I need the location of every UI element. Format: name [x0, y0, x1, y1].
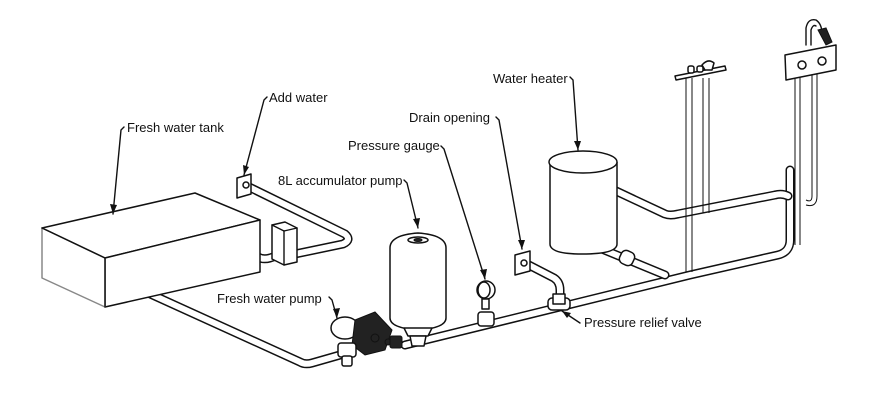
pressure-gauge — [476, 280, 496, 310]
label-fresh-water-tank: Fresh water tank — [127, 120, 224, 135]
leader-accumulator — [403, 179, 419, 229]
pipe-shower-risers — [794, 72, 818, 245]
pipe-sink-risers — [685, 78, 710, 272]
leader-fresh-water-tank — [112, 126, 125, 215]
leader-arrowheads — [110, 141, 581, 318]
add-water-inlet — [236, 173, 252, 199]
label-accumulator: 8L accumulator pump — [278, 173, 403, 188]
pipe-heater-hot — [611, 186, 793, 220]
pipe-tank-to-pump — [130, 282, 345, 369]
shower-mixer — [784, 18, 837, 81]
pressure-relief-valve — [547, 293, 571, 311]
pipe-main-line — [400, 165, 795, 350]
pipe-add-water — [242, 181, 353, 259]
pipe-drain — [518, 257, 565, 308]
leader-drain-opening — [495, 116, 523, 250]
leader-add-water — [243, 96, 268, 176]
label-pressure-gauge: Pressure gauge — [348, 138, 440, 153]
tank-fill-box — [271, 221, 298, 266]
sink-faucet — [674, 60, 727, 81]
leader-water-heater — [569, 76, 579, 151]
label-fresh-water-pump: Fresh water pump — [217, 291, 322, 306]
label-water-heater: Water heater — [493, 71, 568, 86]
leader-pressure-gauge — [440, 145, 486, 280]
accumulator-tank — [389, 232, 495, 347]
label-drain-opening: Drain opening — [409, 110, 490, 125]
drain-opening — [514, 250, 531, 276]
label-pressure-relief-valve: Pressure relief valve — [584, 315, 702, 330]
leader-lines — [112, 76, 581, 324]
label-add-water: Add water — [269, 90, 328, 105]
fresh-water-tank — [41, 192, 261, 308]
water-heater — [548, 150, 636, 267]
fresh-water-pump — [330, 311, 403, 367]
